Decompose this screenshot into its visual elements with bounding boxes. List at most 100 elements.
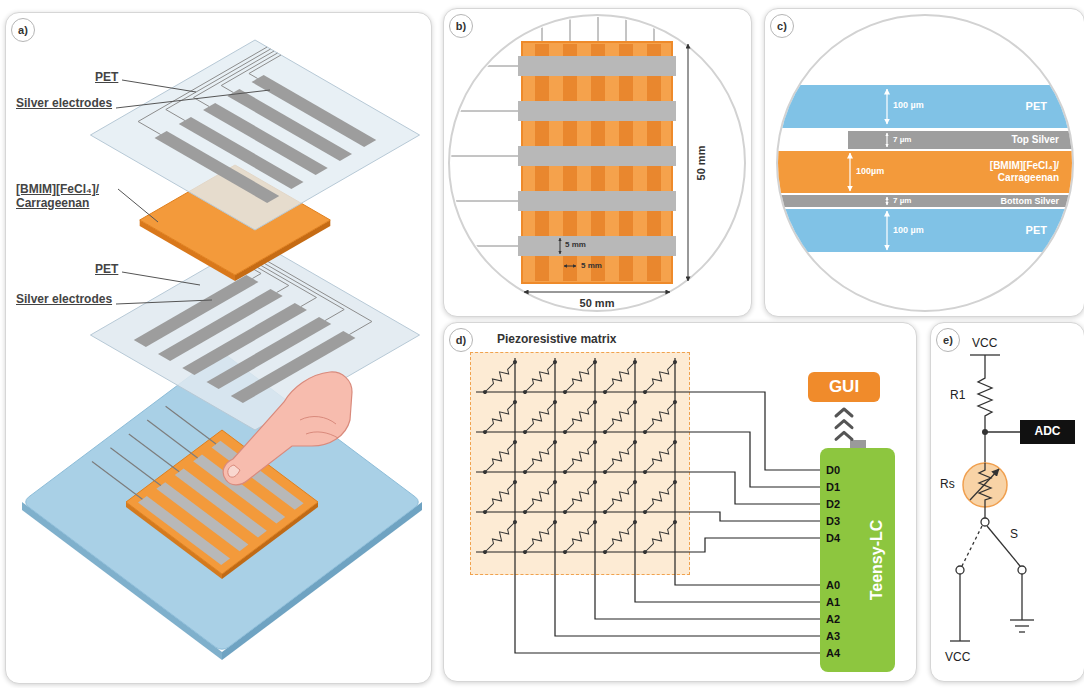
matrix-line (674, 358, 675, 575)
electrode-matrix-top-view (598, 8, 599, 42)
resistor-symbol (560, 517, 598, 555)
layer-name: PET (1026, 100, 1047, 113)
part-label: Silver electrodes (16, 292, 112, 306)
electrode-matrix-top-view (443, 66, 522, 67)
electrode-matrix-top-view (518, 146, 676, 166)
adc-label: ADC (1035, 425, 1061, 439)
resistor-symbol (480, 517, 518, 555)
row-wire (690, 432, 820, 487)
exploded-sensor-illustration (5, 12, 432, 684)
component-label: Rs (940, 477, 955, 491)
electrode-matrix-top-view (443, 8, 676, 283)
switch-lever (987, 526, 1020, 566)
row-wire (690, 512, 820, 521)
resistor-symbol (640, 397, 678, 435)
layer-name: [BMIM][FeCl₄]/ Carrageenan (963, 160, 1059, 184)
figure-panel: b)5 mm5 mm50 mm50 mm (443, 8, 752, 317)
sensor-matrix-box: Piezoresistive matrix (470, 352, 690, 575)
component-label: R1 (950, 388, 965, 402)
thickness-label: 100 µm (893, 225, 924, 236)
voltage-divider-circuit (930, 322, 1084, 682)
resistor-symbol (480, 477, 518, 515)
layer-name: Bottom Silver (1000, 196, 1059, 207)
leader-line (122, 272, 200, 285)
assembled-sensor (126, 430, 318, 574)
pin-name: D4 (826, 531, 840, 545)
part-label: Silver electrodes (16, 96, 112, 110)
pointing-hand (223, 372, 352, 485)
column-wire (595, 575, 820, 619)
pointing-hand (300, 417, 338, 438)
variable-resistor-symbol (979, 463, 991, 518)
thickness-arrow (886, 89, 887, 124)
pin-name: D3 (826, 514, 840, 528)
electrode-matrix-top-view (542, 8, 543, 42)
thickness-label: 7 µm (893, 196, 911, 206)
leader-line (118, 189, 158, 222)
top-pet-sheet (155, 131, 280, 203)
top-pet-sheet (194, 51, 290, 107)
microcontroller-board: Teensy-LCD0D1D2D3D4A0A1A2A3A4 (820, 448, 895, 672)
assembled-sensor (92, 462, 142, 500)
variable-arrow (970, 469, 999, 500)
dimension-label: 50 mm (580, 297, 615, 310)
resistor-symbol (560, 357, 598, 395)
dimension-label: 5 mm (581, 261, 602, 271)
resistor-symbol (560, 477, 598, 515)
electrode-matrix-top-view (518, 236, 676, 256)
figure-panel: e)ADCVCCR1RsSVCC (930, 322, 1084, 682)
pointing-hand (223, 372, 352, 485)
electrode-matrix-top-view (570, 8, 571, 42)
switch-alternate (962, 526, 982, 566)
column-wire (555, 575, 820, 636)
thickness-arrow (886, 197, 887, 205)
pin-name: A1 (826, 595, 840, 609)
panel-label: b) (449, 14, 473, 38)
data-flow-chevrons (836, 409, 852, 439)
supply-bar (950, 640, 970, 641)
thickness-arrow (850, 89, 887, 250)
wire (985, 431, 1020, 432)
resistor-symbol (520, 517, 558, 555)
pin-name: D0 (826, 463, 840, 477)
electrode-matrix-top-view (626, 8, 627, 42)
electrode-matrix-top-view (443, 246, 522, 247)
panel-label: d) (449, 328, 473, 352)
top-pet-sheet (90, 40, 419, 230)
resistor-grid (470, 352, 690, 575)
thickness-arrow (849, 153, 850, 191)
ground-symbol (1019, 631, 1025, 632)
matrix-line (476, 358, 690, 575)
voltage-divider-circuit (950, 463, 1034, 641)
switch-contact (1018, 566, 1026, 574)
column-wire (675, 575, 820, 585)
column-wire (635, 575, 820, 602)
top-pet-sheet (90, 40, 419, 230)
dimension-arrow (564, 266, 576, 267)
resistor-symbol (520, 357, 558, 395)
layer-band: PET (764, 85, 1084, 128)
wire (1021, 574, 1022, 620)
matrix-line (554, 358, 555, 575)
electrode-matrix-top-view (518, 191, 676, 211)
switch-contact (981, 518, 989, 526)
component-label: S (1010, 527, 1018, 541)
assembled-sensor (147, 420, 197, 458)
leader-line (116, 90, 270, 108)
wire (984, 432, 985, 463)
resistor-symbol (520, 397, 558, 435)
ground-symbol (1015, 625, 1029, 626)
resistor-symbol (640, 357, 678, 395)
junction-dot (982, 429, 988, 435)
thickness-label: 100 µm (893, 100, 924, 111)
top-pet-sheet (221, 53, 289, 93)
resistor-symbol (480, 357, 518, 395)
dimension-label: 5 mm (565, 240, 586, 250)
part-label: PET (95, 262, 118, 276)
adc-block: ADC (1020, 420, 1075, 444)
figure-panel: d) (443, 322, 917, 682)
gui-box: GUI (808, 372, 880, 402)
electrode-matrix-top-view (518, 56, 676, 76)
resistor-symbol (640, 437, 678, 475)
